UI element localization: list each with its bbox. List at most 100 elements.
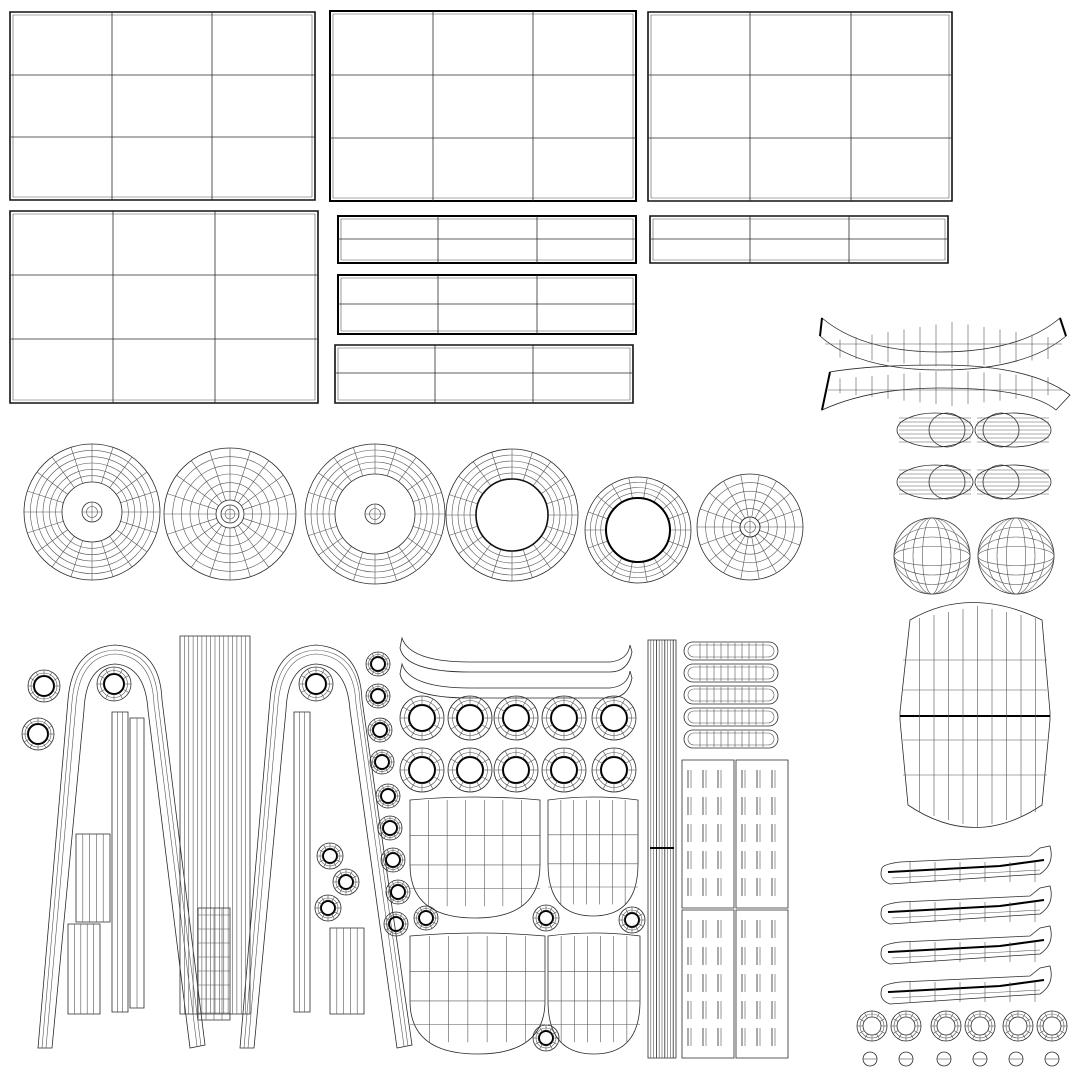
small-ring <box>965 1011 995 1041</box>
small-ring <box>931 1011 961 1041</box>
small-ring <box>28 670 60 702</box>
ring-row-bottom <box>857 1011 1067 1041</box>
radial-disc <box>585 477 691 583</box>
narrow-strip <box>180 636 250 1014</box>
small-ring <box>494 748 538 792</box>
small-dot <box>863 1052 877 1066</box>
narrow-strip <box>76 834 110 922</box>
blade-island <box>881 846 1051 884</box>
dome-spheres <box>894 518 1054 594</box>
scoop-shells <box>410 797 640 1054</box>
small-dot <box>937 1052 951 1066</box>
radial-disc <box>697 474 803 580</box>
small-ring <box>891 1011 921 1041</box>
small-ring <box>619 907 645 933</box>
small-dot <box>973 1052 987 1066</box>
small-ring <box>97 667 131 701</box>
radial-disc <box>446 449 578 581</box>
knob-islands <box>897 413 1051 499</box>
small-dot <box>899 1052 913 1066</box>
narrow-strip <box>294 712 310 1012</box>
small-ring <box>381 848 405 872</box>
arched-band <box>822 365 1070 410</box>
vent-panels <box>682 760 788 1058</box>
narrow-strip <box>330 928 364 1014</box>
scoop-shell <box>548 933 640 1054</box>
grid-panel <box>10 12 315 200</box>
frame-arm <box>38 645 205 1048</box>
small-ring <box>1003 1011 1033 1041</box>
small-ring <box>366 684 390 708</box>
small-ring <box>315 895 341 921</box>
small-dot <box>1045 1052 1059 1066</box>
rounded-slat <box>684 708 778 726</box>
narrow-strip <box>198 908 230 1020</box>
vent-panel <box>736 760 788 908</box>
small-ring <box>400 696 444 740</box>
small-ring <box>376 784 400 808</box>
small-ring <box>384 912 408 936</box>
strip-panels <box>335 216 948 403</box>
small-ring <box>592 748 636 792</box>
small-ring <box>533 905 559 931</box>
small-ring <box>317 843 343 869</box>
vent-panel <box>736 910 788 1058</box>
small-ring <box>533 1025 559 1051</box>
scoop-shell <box>548 797 638 916</box>
rounded-slat <box>684 642 778 660</box>
scoop-shell <box>410 797 540 918</box>
radial-disc <box>164 448 296 580</box>
strip-panel <box>650 216 948 263</box>
grid-panel <box>10 211 318 403</box>
small-ring <box>448 748 492 792</box>
rounded-slat <box>684 730 778 748</box>
strip-panel <box>338 275 636 334</box>
dome-sphere <box>894 518 970 594</box>
band-wire-lines <box>825 322 1063 406</box>
small-ring <box>592 696 636 740</box>
small-ring <box>299 667 333 701</box>
small-ring <box>400 748 444 792</box>
rounded-slat <box>684 664 778 682</box>
small-ring <box>448 696 492 740</box>
small-ring <box>494 696 538 740</box>
frame-arms <box>38 636 412 1048</box>
small-ring <box>370 750 394 774</box>
rounded-slats <box>684 642 778 748</box>
right-column-islands <box>820 318 1070 1066</box>
grid-panel <box>648 12 952 201</box>
small-ring <box>333 869 359 895</box>
strip-panel <box>338 216 636 263</box>
narrow-strip <box>130 718 144 1008</box>
blade-island <box>881 966 1051 1004</box>
small-ring <box>414 906 438 930</box>
small-ring <box>1037 1011 1067 1041</box>
knob-island <box>975 465 1051 499</box>
blade-island <box>881 886 1051 924</box>
grid-panel <box>330 11 636 201</box>
small-ring <box>378 816 402 840</box>
blade-island <box>881 926 1051 964</box>
small-ring <box>22 718 54 750</box>
oval-shell <box>900 603 1050 829</box>
small-ring <box>542 748 586 792</box>
arched-band <box>820 318 1066 370</box>
radial-discs <box>24 444 803 584</box>
vent-panel <box>682 760 734 908</box>
small-ring <box>542 696 586 740</box>
small-dot <box>1009 1052 1023 1066</box>
knob-island <box>975 413 1051 447</box>
vent-panel <box>682 910 734 1058</box>
center-bottom-islands <box>22 638 788 1058</box>
arm-strips <box>68 636 364 1020</box>
small-ring <box>368 718 392 742</box>
curved-rail <box>400 638 632 698</box>
dome-sphere <box>978 518 1054 594</box>
large-grid-panels <box>10 11 952 403</box>
rounded-slat <box>684 686 778 704</box>
strip-panel <box>335 345 633 403</box>
small-ring <box>366 652 390 676</box>
knob-island <box>897 413 973 447</box>
knob-island <box>897 465 973 499</box>
